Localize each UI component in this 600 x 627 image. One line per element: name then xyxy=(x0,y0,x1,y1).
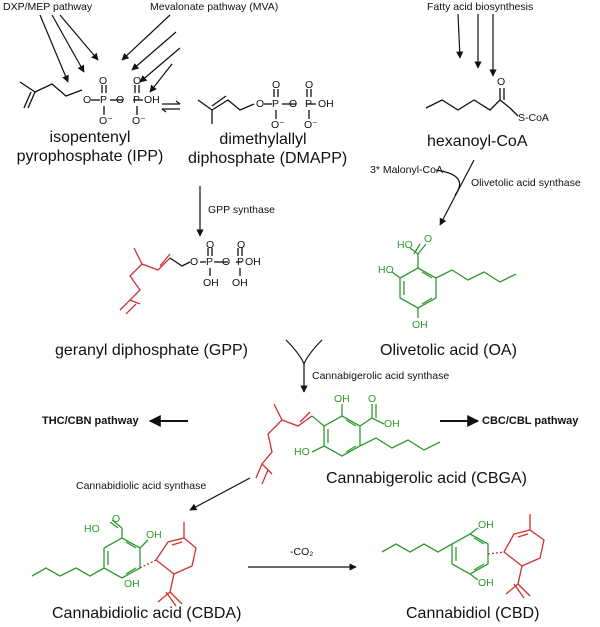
cbd-name: Cannabidiol (CBD) xyxy=(406,605,540,622)
dmapp-p-atom: P xyxy=(272,98,280,110)
mva-pathway-label: Mevalonate pathway (MVA) xyxy=(150,1,279,13)
olivetolic-acid-structure xyxy=(391,243,517,318)
oa-ho: HO xyxy=(397,239,413,251)
cbga-name: Cannabigerolic acid (CBGA) xyxy=(326,470,527,487)
gpp-structure xyxy=(119,247,243,315)
ipp-o-atom: O xyxy=(99,75,108,87)
cbga-synthase-label: Cannabigerolic acid synthase xyxy=(312,370,450,382)
ipp-o-atom: O xyxy=(83,94,92,106)
cbda-oh: OH xyxy=(124,578,140,590)
cbc-cbl-pathway-label: CBC/CBL pathway xyxy=(482,415,579,427)
cbda-synthase-label: Cannabidiolic acid synthase xyxy=(76,480,207,492)
oa-oh: OH xyxy=(412,319,428,331)
dmapp-o-atom: O xyxy=(256,98,265,110)
cbda-o-atom: O xyxy=(112,513,121,525)
dmapp-o-atom: O xyxy=(305,79,314,91)
ipp-name: isopentenyl pyrophosphate (IPP) xyxy=(16,129,164,165)
dmapp-o-atom: O xyxy=(289,98,298,110)
dmapp-structure xyxy=(197,89,316,124)
dmapp-p-atom: P xyxy=(305,98,313,110)
cbga-structure xyxy=(255,403,441,485)
gpp-o-atom: O xyxy=(237,239,246,251)
gpp-p-atom: P xyxy=(206,256,214,268)
mep-arrows xyxy=(39,14,99,83)
equilibrium-arrows xyxy=(161,100,181,113)
cbd-oh: OH xyxy=(478,577,494,589)
cbd-oh: OH xyxy=(478,519,494,531)
oa-formation-arrow xyxy=(435,159,475,226)
dmapp-o-minus: O⁻ xyxy=(304,119,318,131)
ipp-p-atom: P xyxy=(133,94,141,106)
thc-cbn-pathway-label: THC/CBN pathway xyxy=(42,415,139,427)
ipp-oh: OH xyxy=(144,94,160,106)
cbda-structure xyxy=(31,519,197,607)
gpp-oh: OH xyxy=(203,277,219,289)
cbga-ho: HO xyxy=(294,446,310,458)
decarboxylation-label: -CO₂ xyxy=(290,546,314,558)
ipp-o-minus: O⁻ xyxy=(99,115,113,127)
gpp-o-atom: O xyxy=(222,256,231,268)
dmapp-o-minus: O⁻ xyxy=(271,119,285,131)
dmapp-oh: OH xyxy=(318,98,334,110)
ipp-structure xyxy=(19,81,143,115)
hexanoyl-o-atom: O xyxy=(497,76,506,88)
cbda-synthase-arrow xyxy=(189,477,251,511)
gpp-synthase-label: GPP synthase xyxy=(208,204,275,216)
hexanoyl-coa-structure xyxy=(425,88,519,117)
dxp-mep-pathway-label: DXP/MEP pathway xyxy=(3,1,93,13)
fatty-acid-arrows xyxy=(456,13,497,77)
cbda-oh: OH xyxy=(146,529,162,541)
fatty-acid-label: Fatty acid biosynthesis xyxy=(427,1,534,13)
cbga-oh: OH xyxy=(334,393,350,405)
ipp-o-atom: O xyxy=(116,94,125,106)
ipp-o-minus: O⁻ xyxy=(132,115,146,127)
ipp-o-atom: O xyxy=(133,75,142,87)
gpp-o-atom: O xyxy=(206,239,215,251)
cbda-ho: HO xyxy=(84,523,100,535)
cbga-o-atom: O xyxy=(368,393,377,405)
gpp-o-atom: O xyxy=(190,256,199,268)
gpp-oh: OH xyxy=(245,256,261,268)
oa-o-atom: O xyxy=(424,233,433,245)
cbda-name: Cannabidiolic acid (CBDA) xyxy=(52,605,242,622)
cbga-formation-arrow xyxy=(285,339,323,393)
gpp-oh: OH xyxy=(232,277,248,289)
s-coa-label: S-CoA xyxy=(518,112,549,124)
dmapp-o-atom: O xyxy=(272,79,281,91)
cbga-oh: OH xyxy=(384,418,400,430)
mva-arrows xyxy=(121,14,181,93)
dmapp-name: dimethylallyl diphosphate (DMAPP) xyxy=(188,131,348,167)
ipp-p-atom: P xyxy=(100,94,108,106)
malonyl-coa-label: 3* Malonyl-CoA xyxy=(370,164,443,176)
gpp-name: geranyl diphosphate (GPP) xyxy=(55,342,248,359)
oa-ho: HO xyxy=(378,264,394,276)
gpp-p-atom: P xyxy=(237,256,245,268)
olivetolic-synthase-label: Olivetolic acid synthase xyxy=(471,177,581,189)
oa-name: Olivetolic acid (OA) xyxy=(380,342,517,359)
cbd-structure xyxy=(381,514,545,599)
hexanoyl-coa-name: hexanoyl-CoA xyxy=(427,133,528,150)
